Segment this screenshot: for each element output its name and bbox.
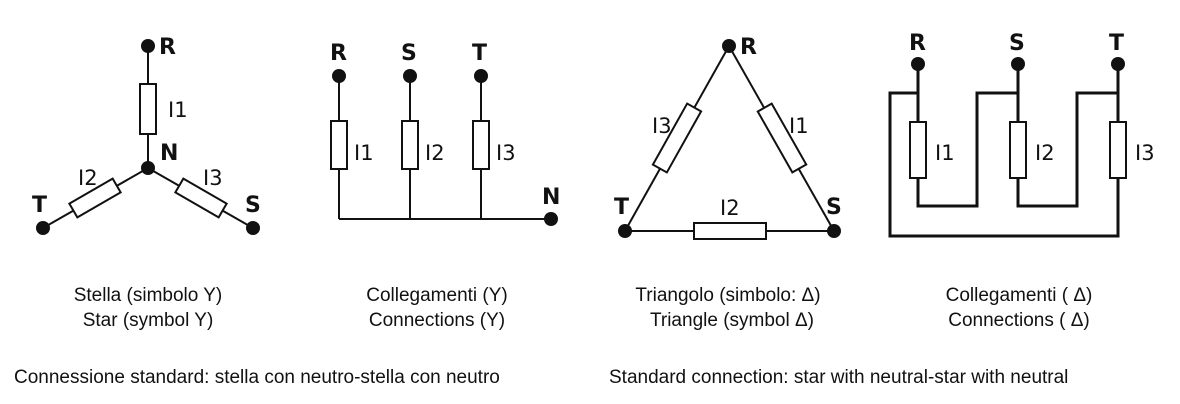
star-label-n: N bbox=[160, 141, 178, 166]
triangle-terminal-s bbox=[827, 224, 841, 238]
star-conn-terminal-t bbox=[474, 69, 488, 83]
caption-triangle-it: Triangolo (simbolo: Δ) bbox=[635, 285, 820, 306]
triangle-label-r: R bbox=[740, 35, 757, 60]
triangle-label-i2: I2 bbox=[720, 196, 740, 220]
star-resistor-i1 bbox=[139, 83, 157, 135]
triangle-terminal-r bbox=[722, 39, 736, 53]
star-resistor-i2 bbox=[67, 177, 123, 219]
caption-star-connections-en: Connections (Y) bbox=[369, 310, 505, 331]
captions: Stella (simbolo Y) Star (symbol Y) Colle… bbox=[14, 285, 1092, 388]
star-label-i3: I3 bbox=[203, 166, 223, 190]
star-conn-label-i3: I3 bbox=[496, 141, 516, 165]
star-diagram: R N T S I1 I2 I3 bbox=[32, 35, 261, 235]
star-label-r: R bbox=[159, 35, 176, 60]
star-terminal-r bbox=[141, 39, 155, 53]
triangle-diagram: R T S I3 I1 I2 bbox=[614, 35, 842, 240]
triangle-conn-label-s: S bbox=[1009, 31, 1025, 56]
triangle-conn-label-i2: I2 bbox=[1035, 141, 1055, 165]
star-conn-resistor-i1 bbox=[330, 120, 348, 170]
triangle-conn-label-r: R bbox=[909, 31, 926, 56]
triangle-conn-terminal-s bbox=[1011, 57, 1025, 71]
star-conn-resistor-i3 bbox=[472, 120, 490, 170]
star-terminal-s bbox=[246, 221, 260, 235]
star-conn-label-r: R bbox=[330, 41, 347, 66]
star-conn-terminal-s bbox=[403, 69, 417, 83]
caption-triangle-connections-en: Connections ( Δ) bbox=[948, 310, 1090, 331]
caption-triangle-connections-it: Collegamenti ( Δ) bbox=[946, 285, 1093, 306]
footer-english: Standard connection: star with neutral-s… bbox=[609, 367, 1068, 388]
triangle-conn-resistor-i1 bbox=[909, 121, 927, 179]
footer-italian: Connessione standard: stella con neutro-… bbox=[14, 367, 500, 388]
triangle-conn-resistor-i3 bbox=[1109, 121, 1127, 179]
triangle-label-i3: I3 bbox=[652, 114, 672, 138]
triangle-conn-terminal-t bbox=[1111, 57, 1125, 71]
triangle-terminal-t bbox=[618, 224, 632, 238]
caption-star-connections-it: Collegamenti (Y) bbox=[366, 285, 508, 306]
star-conn-terminal-n bbox=[544, 212, 558, 226]
triangle-label-t: T bbox=[614, 195, 629, 220]
star-label-t: T bbox=[32, 193, 47, 218]
star-conn-label-s: S bbox=[401, 41, 417, 66]
caption-star-it: Stella (simbolo Y) bbox=[74, 285, 223, 306]
star-neutral-node bbox=[141, 161, 155, 175]
triangle-label-i1: I1 bbox=[789, 114, 809, 138]
triangle-resistor-i2 bbox=[693, 222, 767, 240]
caption-star-en: Star (symbol Y) bbox=[83, 310, 214, 331]
triangle-resistor-i3 bbox=[651, 102, 703, 174]
triangle-connections-diagram: R S T I1 I2 I3 bbox=[888, 31, 1155, 238]
star-connections-diagram: R S T N I1 I2 I3 bbox=[330, 41, 560, 226]
star-conn-label-i2: I2 bbox=[425, 141, 445, 165]
star-conn-label-i1: I1 bbox=[354, 141, 374, 165]
caption-triangle-en: Triangle (symbol Δ) bbox=[650, 310, 814, 331]
star-conn-label-t: T bbox=[472, 41, 487, 66]
triangle-conn-label-i3: I3 bbox=[1135, 141, 1155, 165]
triangle-conn-label-t: T bbox=[1109, 31, 1124, 56]
star-label-i1: I1 bbox=[168, 98, 188, 122]
star-resistor-i3 bbox=[173, 177, 229, 219]
triangle-conn-terminal-r bbox=[911, 57, 925, 71]
triangle-label-s: S bbox=[826, 195, 842, 220]
star-conn-resistor-i2 bbox=[401, 120, 419, 170]
triangle-resistor-i1 bbox=[756, 102, 808, 174]
star-label-s: S bbox=[245, 193, 261, 218]
star-terminal-t bbox=[36, 221, 50, 235]
triangle-conn-resistor-i2 bbox=[1009, 121, 1027, 179]
triangle-conn-label-i1: I1 bbox=[935, 141, 955, 165]
star-conn-label-n: N bbox=[542, 185, 560, 210]
star-label-i2: I2 bbox=[78, 166, 98, 190]
star-conn-terminal-r bbox=[332, 69, 346, 83]
